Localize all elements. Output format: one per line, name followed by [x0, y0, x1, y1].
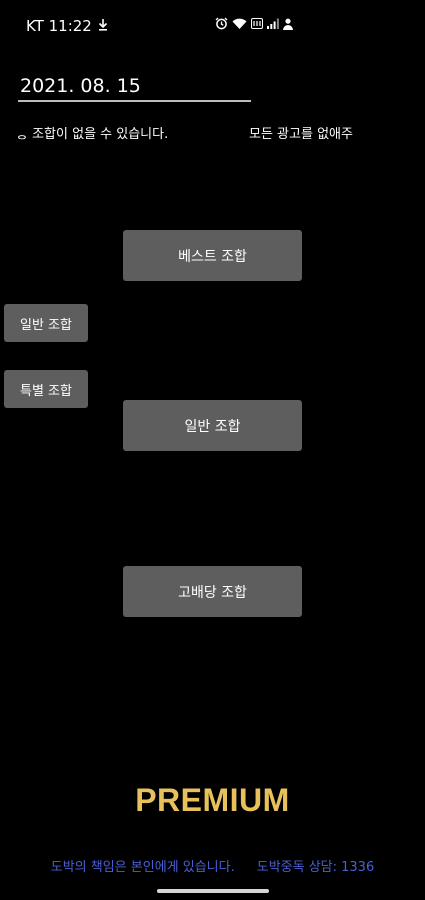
- marquee-right-text: 모든 광고를 없애주: [249, 127, 353, 142]
- user-icon: [283, 18, 293, 30]
- general-combo-button[interactable]: 일반 조합: [123, 400, 302, 451]
- wifi-icon: [232, 18, 247, 30]
- status-icons: [215, 17, 293, 30]
- general-combo-small-button[interactable]: 일반 조합: [4, 304, 88, 342]
- status-left: KT 11:22: [26, 17, 108, 35]
- notice-marquee: ᆼ 조합이 없을 수 있습니다. 모든 광고를 없애주: [0, 120, 425, 142]
- hotline-text: 도박중독 상담: 1336: [256, 860, 375, 875]
- home-indicator[interactable]: [157, 889, 269, 893]
- alarm-icon: [215, 17, 228, 30]
- date-value: 2021. 08. 15: [20, 75, 141, 97]
- best-combo-button[interactable]: 베스트 조합: [123, 230, 302, 281]
- status-bar: KT 11:22: [0, 0, 425, 52]
- volte-icon: [251, 18, 263, 29]
- special-combo-button[interactable]: 특별 조합: [4, 370, 88, 408]
- signal-icon: [267, 18, 279, 29]
- carrier-time: KT 11:22: [26, 17, 92, 35]
- date-field[interactable]: 2021. 08. 15: [18, 72, 251, 102]
- marquee-left-text: ᆼ 조합이 없을 수 있습니다.: [16, 127, 169, 142]
- high-odds-combo-button[interactable]: 고배당 조합: [123, 566, 302, 617]
- download-icon: [98, 17, 108, 35]
- footer-notice: 도박의 책임은 본인에게 있습니다. 도박중독 상담: 1336: [0, 856, 425, 875]
- responsibility-text: 도박의 책임은 본인에게 있습니다.: [50, 860, 235, 875]
- premium-button[interactable]: PREMIUM: [135, 782, 290, 818]
